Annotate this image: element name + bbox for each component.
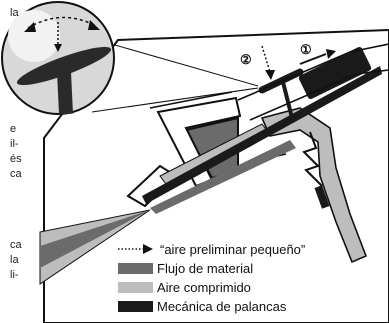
needle-housing bbox=[298, 46, 372, 100]
legend-swatch-mechanics bbox=[118, 301, 153, 312]
upper-housing bbox=[237, 43, 389, 121]
legend-item-mechanics: Mecánica de palancas bbox=[118, 299, 286, 314]
callout-one: ① bbox=[300, 42, 312, 57]
side-text-6: ca bbox=[10, 239, 22, 251]
legend-label-material: Flujo de material bbox=[157, 261, 254, 276]
arrow-two bbox=[261, 45, 271, 73]
needle-rod bbox=[142, 66, 382, 204]
rotation-arrow-right bbox=[88, 20, 100, 30]
side-text-2: e bbox=[10, 123, 17, 135]
legend-label-preliminary-air: “aire preliminar pequeño” bbox=[160, 242, 306, 257]
air-channel bbox=[260, 107, 368, 264]
magnifier-inset bbox=[1, 1, 115, 115]
side-text-3: il- bbox=[10, 138, 19, 150]
side-text-5: ca bbox=[10, 168, 22, 180]
legend-item-preliminary-air: “aire preliminar pequeño” bbox=[118, 242, 305, 257]
air-valve bbox=[314, 185, 330, 209]
legend-swatch-material bbox=[118, 263, 153, 274]
magnifier-connector bbox=[91, 44, 259, 113]
legend-swatch-air bbox=[118, 282, 153, 293]
callout-two: ② bbox=[240, 52, 252, 67]
arrow-one-head bbox=[326, 49, 336, 59]
magnifier-highlight bbox=[8, 10, 60, 62]
spray-cone-material bbox=[40, 210, 150, 268]
trigger-top-magnified bbox=[16, 46, 112, 86]
side-text-7: la bbox=[10, 254, 19, 266]
arrow-one bbox=[299, 53, 327, 65]
rotation-pointer-head bbox=[54, 44, 62, 52]
legend-label-mechanics: Mecánica de palancas bbox=[157, 299, 287, 314]
valve-spring bbox=[302, 131, 323, 187]
trigger-stem-magnified bbox=[57, 71, 73, 115]
material-stream bbox=[150, 140, 296, 214]
rotation-arrow-left bbox=[24, 22, 36, 32]
legend-item-material: Flujo de material bbox=[118, 261, 253, 276]
legend-label-air: Aire comprimido bbox=[157, 280, 251, 295]
legend-arrow-head bbox=[143, 244, 153, 254]
side-text-1: la bbox=[10, 7, 19, 19]
side-text-8: li- bbox=[10, 269, 19, 281]
legend-item-air: Aire comprimido bbox=[118, 280, 251, 295]
trigger-stem bbox=[281, 81, 294, 119]
side-text-4: és bbox=[10, 153, 22, 165]
arrow-two-head bbox=[265, 70, 275, 80]
